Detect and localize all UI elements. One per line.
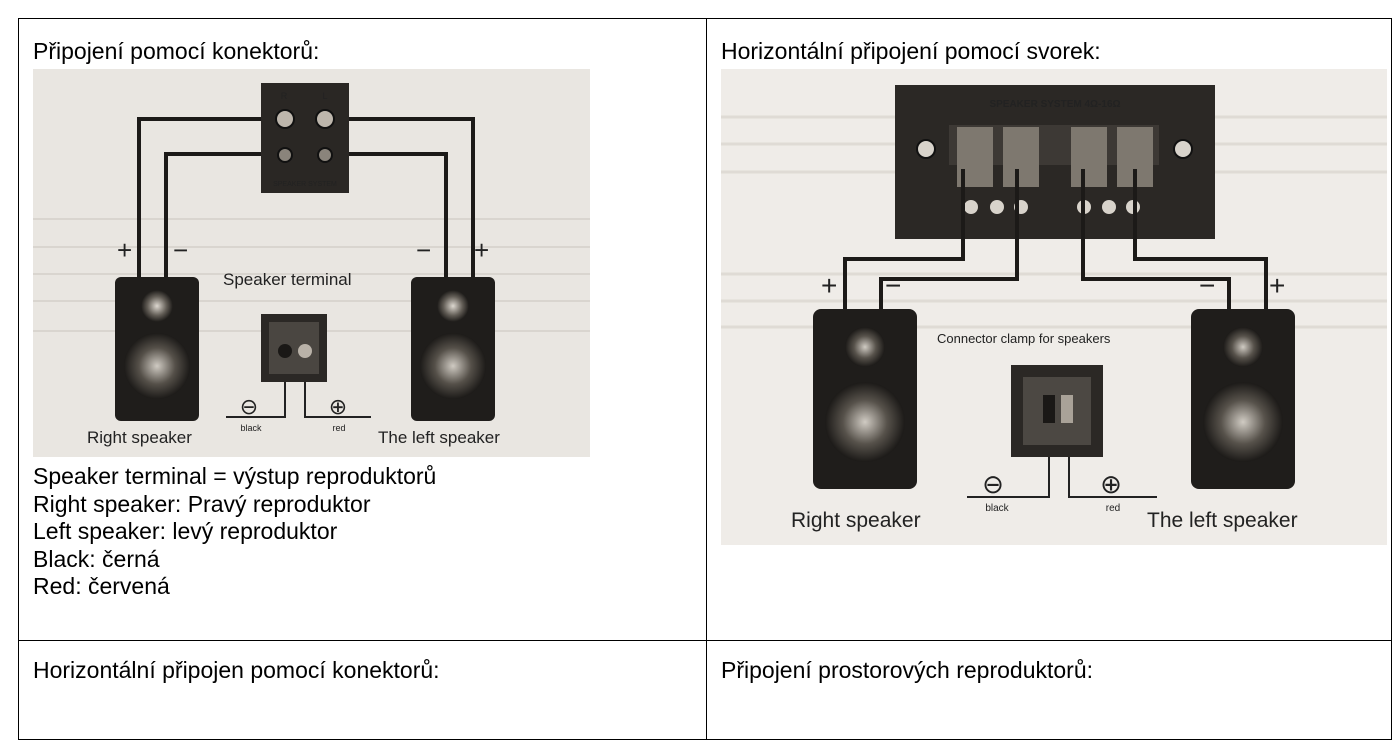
plus-sign-left-speaker: +	[474, 235, 489, 265]
left-speaker-image	[411, 277, 495, 421]
plus-sign-left-speaker: +	[1269, 270, 1285, 301]
panel-title: SPEAKER SYSTEM 4Ω-16Ω	[989, 99, 1120, 110]
clamp-wiring-diagram: SPEAKER SYSTEM 4Ω-16Ω + − − + Connector …	[721, 69, 1387, 545]
terminal-box: R L SPEAKER SYSTEM	[261, 83, 349, 193]
translation-list: Speaker terminal = výstup reproduktorů R…	[33, 463, 436, 601]
left-speaker-image	[1191, 309, 1295, 489]
minus-terminal-symbol: ⊖	[240, 394, 258, 419]
cell-horizontal-connector-connection: Horizontální připojen pomocí konektorů:	[18, 640, 707, 740]
translation-line: Red: červená	[33, 573, 170, 599]
left-speaker-label: The left speaker	[378, 428, 500, 447]
cell-caption: Horizontální připojení pomocí svorek:	[721, 38, 1101, 64]
translation-line: Left speaker: levý reproduktor	[33, 518, 338, 544]
cell-surround-speakers-connection: Připojení prostorových reproduktorů:	[706, 640, 1392, 740]
document-table: Připojení pomocí konektorů:	[18, 18, 1392, 740]
red-wire-label: red	[332, 423, 345, 433]
black-wire-label: black	[240, 423, 262, 433]
left-speaker-label: The left speaker	[1147, 509, 1298, 532]
plus-terminal-symbol: ⊕	[329, 394, 347, 419]
translation-line: Black: černá	[33, 545, 160, 572]
speaker-terminal-plate	[261, 314, 327, 382]
right-speaker-image	[813, 309, 917, 489]
box-channel-r: R	[281, 91, 288, 101]
translation-line: Right speaker: Pravý reproduktor	[33, 490, 371, 517]
minus-terminal-symbol: ⊖	[982, 469, 1004, 499]
plus-sign-right-speaker: +	[117, 235, 132, 265]
connector-clamp-label: Connector clamp for speakers	[937, 331, 1111, 346]
right-speaker-label: Right speaker	[87, 428, 192, 447]
plus-terminal-symbol: ⊕	[1100, 469, 1122, 499]
translation-line: Speaker terminal = výstup reproduktorů	[33, 463, 437, 489]
minus-sign-left-speaker: −	[1199, 270, 1215, 301]
red-wire-label: red	[1106, 503, 1120, 514]
speaker-system-panel: SPEAKER SYSTEM 4Ω-16Ω	[895, 85, 1215, 239]
box-label: SPEAKER SYSTEM	[273, 181, 337, 188]
cell-caption: Horizontální připojen pomocí konektorů:	[33, 657, 440, 683]
right-speaker-image	[115, 277, 199, 421]
right-speaker-label: Right speaker	[791, 509, 921, 532]
cell-horizontal-clamp-connection: Horizontální připojení pomocí svorek:	[706, 18, 1392, 641]
cell-connector-connection: Připojení pomocí konektorů:	[18, 18, 707, 641]
connector-wiring-diagram: R L SPEAKER SYSTEM + − − + Speaker termi…	[33, 69, 590, 457]
minus-sign-right-speaker: −	[173, 235, 188, 265]
plus-sign-right-speaker: +	[821, 270, 837, 301]
black-wire-label: black	[985, 503, 1009, 514]
cell-caption: Připojení pomocí konektorů:	[33, 38, 320, 64]
box-channel-l: L	[322, 91, 327, 101]
cell-caption: Připojení prostorových reproduktorů:	[721, 657, 1094, 683]
minus-sign-right-speaker: −	[885, 270, 901, 301]
minus-sign-left-speaker: −	[416, 235, 431, 265]
speaker-terminal-label: Speaker terminal	[223, 270, 352, 289]
connector-clamp-plate	[1011, 365, 1103, 457]
